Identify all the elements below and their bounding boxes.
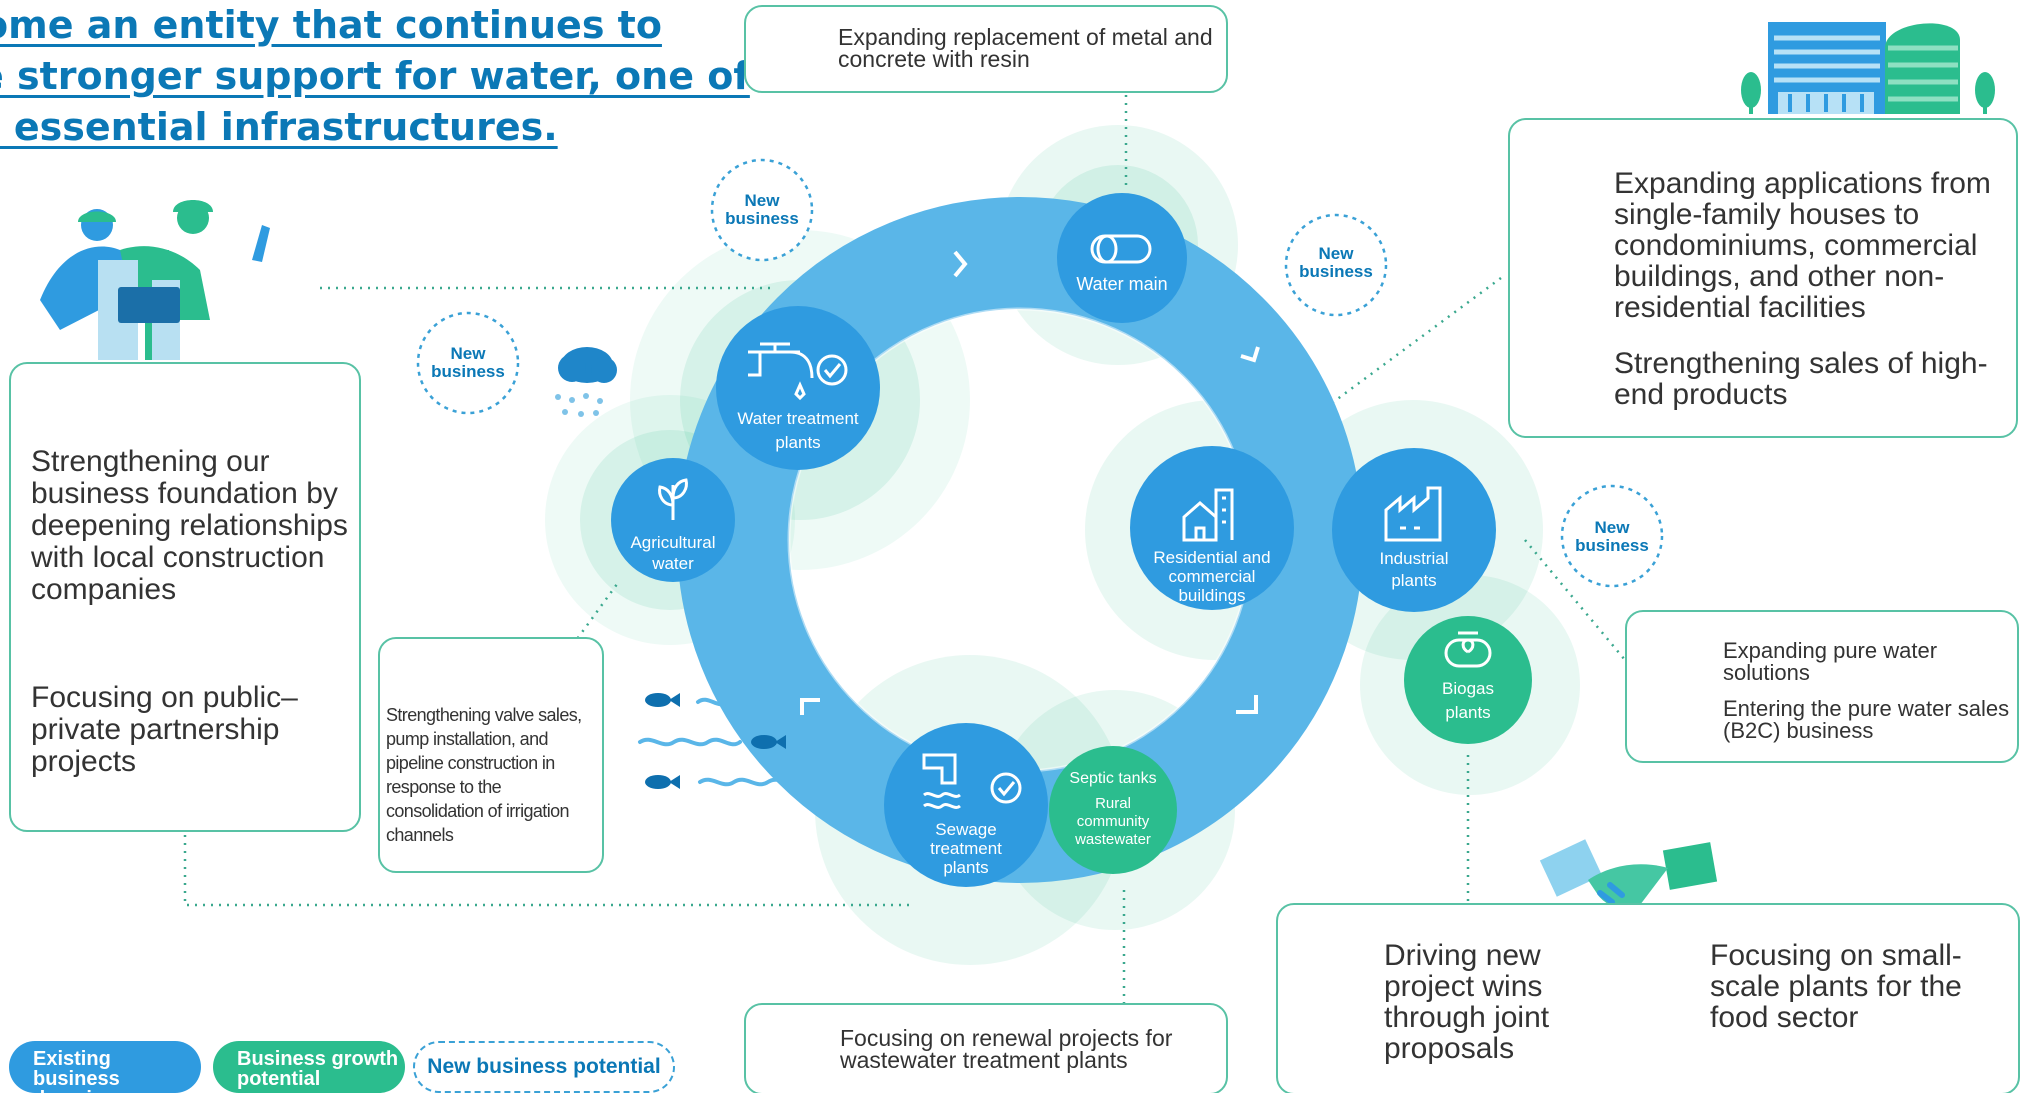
box-resin-replacement-text: Expanding replacement of metal and concr… [838,24,1213,72]
node-septic-tanks: Septic tanks [1069,770,1157,787]
box-irrigation: Strengthening valve sales, pump installa… [378,637,604,873]
new-business-badge-2: New business [431,344,505,381]
box-local-construction-text-1: Strengthening our business foundation by… [31,445,348,606]
building-icon [1182,488,1234,542]
box-wastewater-renewal-text: Focusing on renewal projects for wastewa… [840,1025,1173,1073]
node-industrial-plants: Industrial plants [1379,549,1449,590]
node-biogas-plants: Biogas plants [1442,679,1494,722]
box-joint-proposals-text-2: Focusing on small-scale plants for the f… [1710,939,1962,1034]
pipe-icon [1090,234,1152,264]
new-business-badge-1: New business [725,191,799,228]
box-pure-water-text-1: Expanding pure water solutions [1723,638,1938,685]
box-irrigation-text: Strengthening valve sales, pump installa… [386,705,582,845]
new-business-badge-4: New business [1575,518,1649,555]
box-resin-replacement: Expanding replacement of metal and concr… [744,5,1228,93]
headline-line-1: ome an entity that continues to [0,3,662,47]
connector-lines [183,95,1626,1003]
box-pure-water: Expanding pure water solutions Entering … [1625,610,2019,763]
box-local-construction: Strengthening our business foundation by… [9,362,361,832]
box-wastewater-renewal: Focusing on renewal projects for wastewa… [744,1003,1228,1093]
legend-growth-potential: Business growth potential [213,1041,405,1093]
box-joint-proposals-text-1: Driving new project wins through joint p… [1384,939,1550,1065]
legend-new-business-potential: New business potential [413,1041,675,1093]
box-joint-proposals: Driving new project wins through joint p… [1276,903,2020,1093]
handshake-icon [1539,839,1718,910]
biogas-tank-icon [1444,631,1492,668]
new-business-badge-3: New business [1299,244,1373,281]
box-pure-water-text-2: Entering the pure water sales (B2C) busi… [1723,696,2010,743]
headline-line-3: s essential infrastructures. [0,105,558,149]
headline-line-2: e stronger support for water, one of [0,54,750,98]
faucet-icon [748,342,848,401]
node-rural-wastewater: Rural community wastewater [1075,795,1151,848]
rain-cloud-icon [555,347,617,417]
node-sewage-treatment: Sewage treatment plants [930,820,1002,877]
box-residential-applications-text-2: Strengthening sales of high-end products [1614,347,1988,411]
node-agricultural-water: Agricultural water [630,533,716,573]
headline: ome an entity that continues to e strong… [0,0,750,153]
city-buildings-icon [1741,22,1995,114]
node-water-main: Water main [1076,274,1167,294]
box-local-construction-text-2: Focusing on public–private partnership p… [31,681,298,778]
node-water-treatment: Water treatment plants [737,409,859,452]
water-waves [638,697,802,787]
box-residential-applications: Expanding applications from single-famil… [1508,118,2018,438]
legend-existing-domains: Existing business domains [9,1041,201,1093]
sprout-icon [658,478,688,520]
sewage-icon [922,753,1022,809]
new-business-badges [416,158,1664,588]
box-residential-applications-text-1: Expanding applications from single-famil… [1614,167,1991,324]
factory-icon [1384,486,1442,542]
workers-illustration [40,200,270,360]
node-residential-commercial: Residential and commercial buildings [1153,548,1271,605]
